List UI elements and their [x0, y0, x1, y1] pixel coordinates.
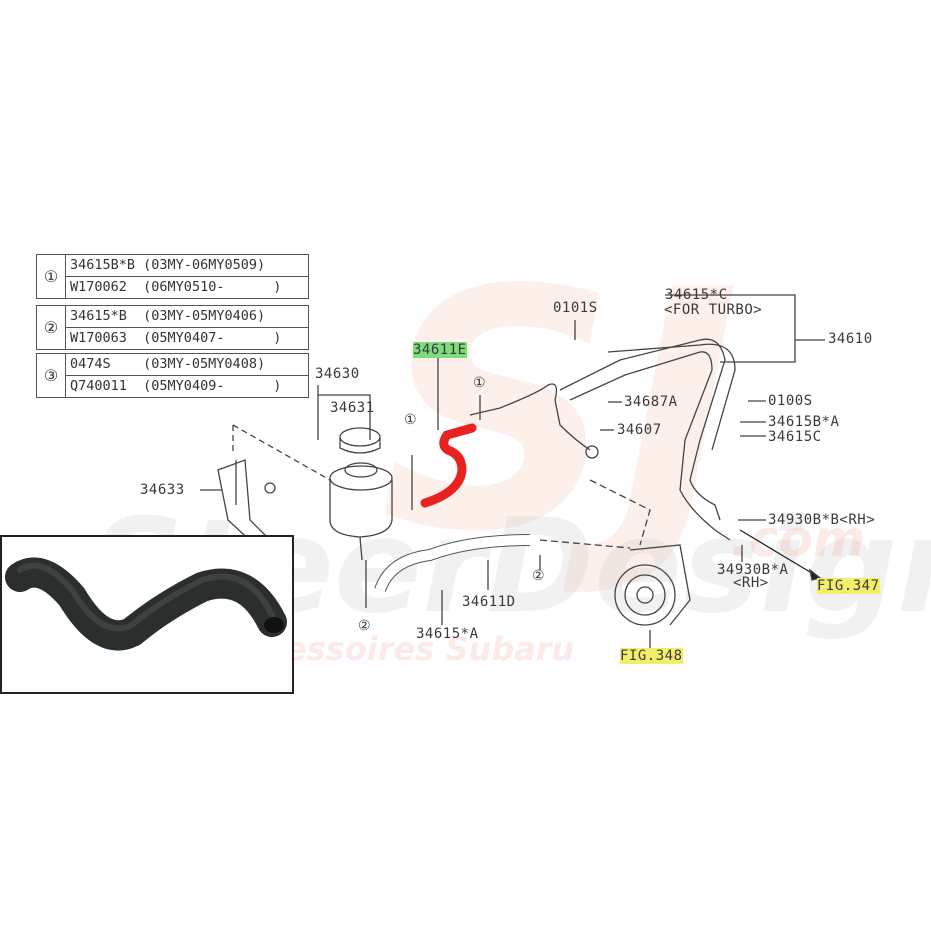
reservoir-body — [329, 480, 393, 538]
date-range: (03MY-05MY0408) — [143, 356, 266, 372]
date-range: (05MY0409- ) — [143, 378, 282, 394]
label-34610: 34610 — [828, 331, 873, 347]
reservoir-cap — [339, 427, 381, 447]
label-34615BA: 34615B*A — [768, 414, 840, 430]
legend-group-1: ① 34615B*B (03MY-06MY0509) W170062 (06MY… — [36, 254, 309, 299]
date-range: (03MY-06MY0509) — [143, 257, 266, 273]
label-34630: 34630 — [315, 366, 360, 382]
label-34611E: 34611E — [413, 342, 467, 358]
part-number: 34615*B — [70, 308, 127, 324]
part-number: W170062 — [70, 279, 127, 295]
legend-group-2: ② 34615*B (03MY-05MY0406) W170063 (05MY0… — [36, 305, 309, 350]
label-34633: 34633 — [140, 482, 185, 498]
legend-group-3: ③ 0474S (03MY-05MY0408) Q740011 (05MY040… — [36, 353, 309, 398]
label-0100S: 0100S — [768, 393, 813, 409]
part-number: Q740011 — [70, 378, 127, 394]
label-34930BB: 34930B*B<RH> — [768, 512, 876, 528]
bracket — [217, 459, 272, 546]
callout-1: ① — [473, 375, 487, 391]
part-number: 0474S — [70, 356, 111, 372]
ref-fig-347[interactable]: FIG.347 — [817, 578, 880, 594]
date-range: (05MY0407- ) — [143, 330, 282, 346]
date-range: (06MY0510- ) — [143, 279, 282, 295]
product-photo — [0, 535, 294, 694]
callout-2: ② — [532, 568, 546, 584]
legend-marker: ① — [37, 255, 66, 298]
label-34611D: 34611D — [462, 594, 516, 610]
label-34615A: 34615*A — [416, 626, 479, 642]
label-34687A: 34687A — [624, 394, 678, 410]
label-34607: 34607 — [617, 422, 662, 438]
label-for-turbo: <FOR TURBO> — [664, 302, 763, 318]
label-34615C: 34615C — [768, 429, 822, 445]
legend-marker: ② — [37, 306, 66, 349]
label-34615C-turbo: 34615*C — [665, 287, 728, 303]
part-number: 34615B*B — [70, 257, 136, 273]
label-34930BA-rh: <RH> — [733, 575, 769, 591]
ref-fig-348[interactable]: FIG.348 — [620, 648, 683, 664]
part-number: W170063 — [70, 330, 127, 346]
label-34631: 34631 — [330, 400, 375, 416]
highlighted-hose-34611E — [420, 423, 477, 508]
hose-photo-image — [5, 557, 287, 651]
label-34930BA: 34930B*A — [717, 562, 789, 578]
watermark-logo: SJ — [380, 220, 741, 604]
callout-2: ② — [358, 618, 372, 634]
pump-pulley — [614, 564, 676, 626]
callout-1: ① — [404, 412, 418, 428]
date-range: (03MY-05MY0406) — [143, 308, 266, 324]
legend-marker: ③ — [37, 354, 66, 397]
label-0101S: 0101S — [553, 300, 598, 316]
